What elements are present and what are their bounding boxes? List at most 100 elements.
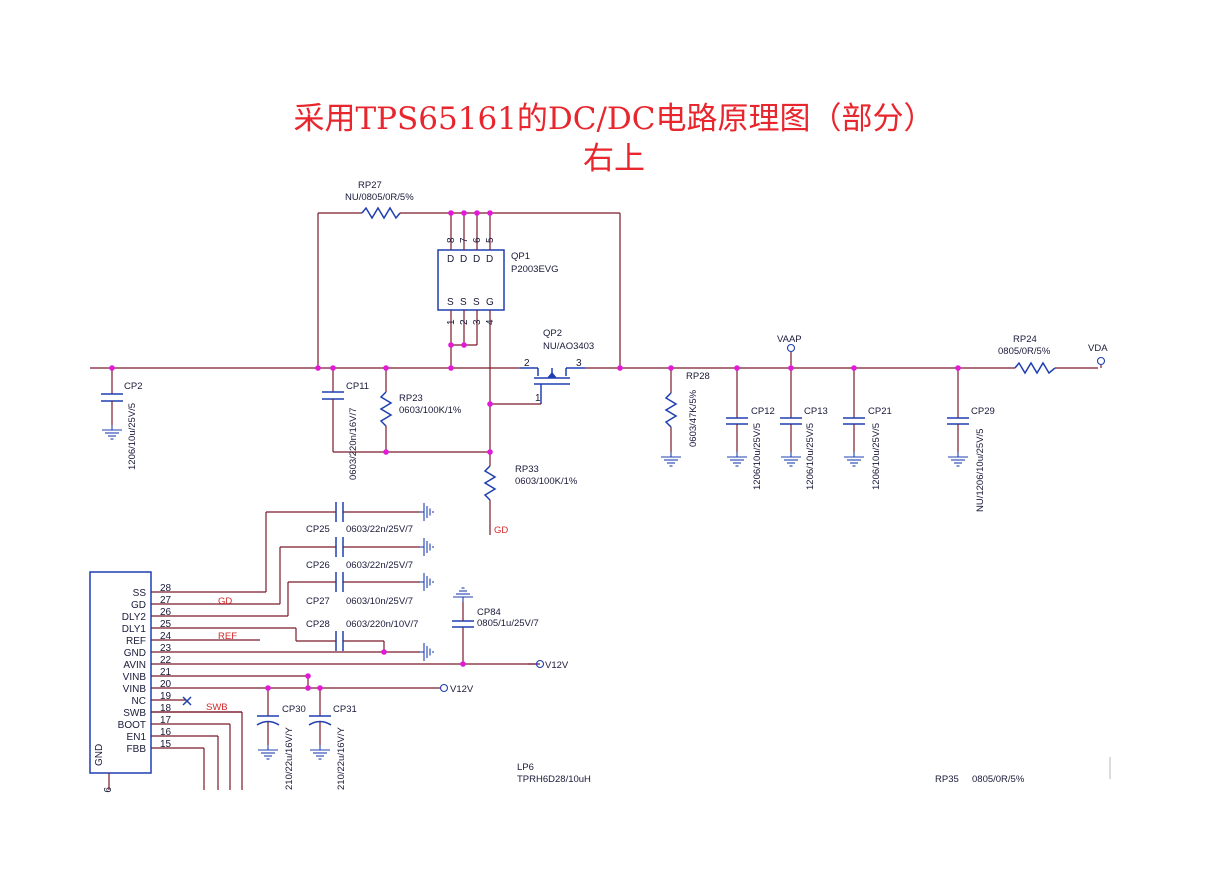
cp28-ref: CP28	[306, 619, 330, 630]
ic-pin-number: 27	[160, 595, 172, 606]
cp29-value: NU/1206/10u/25V/5	[975, 429, 986, 512]
lp6-value: TPRH6D28/10uH	[517, 774, 591, 785]
qp1-pin-8: 8	[446, 237, 457, 243]
qp1-pin-5: 5	[485, 237, 496, 243]
qp2-mosfet: 2 3 1 QP2 NU/AO3403	[490, 328, 594, 405]
rp24-value: 0805/0R/5%	[998, 346, 1051, 357]
junction-dots	[109, 210, 961, 691]
ic-pin-name: EN1	[127, 732, 147, 743]
ic-pin-name: AVIN	[123, 660, 146, 671]
qp1-letter-s2: S	[460, 297, 467, 308]
rp27-value: NU/0805/0R/5%	[345, 192, 414, 203]
net-v12v-label-a: V12V	[545, 660, 569, 671]
rp28-value: 0603/47K/5%	[688, 389, 699, 447]
cp26-ref: CP26	[306, 560, 330, 571]
ic-pin-number: 15	[160, 739, 172, 750]
cp12-value: 1206/10u/25V/5	[752, 423, 763, 490]
cp2-capacitor: CP2 1206/10u/25V/5	[101, 368, 142, 470]
cp11-value: 0603/220n/16V/7	[348, 408, 359, 480]
qp1-letter-s3: S	[473, 297, 480, 308]
ic-pin-number: 24	[160, 631, 172, 642]
ic-pin-number: 25	[160, 619, 172, 630]
cp31-value: 210/22u/16V/Y	[336, 726, 347, 790]
qp1-letter-d4: D	[486, 254, 493, 265]
v12v-terminals: V12V V12V	[439, 659, 569, 695]
rp33-value: 0603/100K/1%	[515, 476, 578, 487]
ic-pin-number: 22	[160, 655, 172, 666]
ic-pin-name: GND	[124, 648, 146, 659]
cp31-capacitor: CP31 210/22u/16V/Y	[308, 688, 357, 790]
net-vaap-label: VAAP	[777, 334, 802, 345]
rp35-ref: RP35	[935, 774, 959, 785]
rp33-resistor: RP33 0603/100K/1% GD	[483, 455, 578, 536]
rp24-ref: RP24	[1013, 334, 1037, 345]
ic-pin-name: FBB	[127, 744, 147, 755]
ic-pin-number: 20	[160, 679, 172, 690]
cp13-value: 1206/10u/25V/5	[805, 423, 816, 490]
qp2-ref: QP2	[543, 328, 562, 339]
ic-pin-number: 16	[160, 727, 172, 738]
diagram-title: 采用TPS65161的DC/DC电路原理图（部分）	[293, 101, 935, 137]
rp28-resistor: RP28 0603/47K/5%	[660, 368, 710, 467]
ic-pin-number: 26	[160, 607, 172, 618]
ic-pin-number: 23	[160, 643, 172, 654]
output-capacitors: CP12 1206/10u/25V/5 CP13 1206/10u/25V/5 …	[726, 368, 995, 512]
qp1-letter-d1: D	[447, 254, 454, 265]
cp2-ref: CP2	[124, 381, 142, 392]
qp2-pin-1: 1	[535, 393, 541, 404]
rp35-value: 0805/0R/5%	[972, 774, 1025, 785]
cp13-ref: CP13	[804, 406, 828, 417]
cp25-value: 0603/22n/25V/7	[346, 524, 413, 535]
ic-pin-number: 17	[160, 715, 172, 726]
qp1-pin-2: 2	[459, 319, 470, 325]
ic-pin-number: 18	[160, 703, 172, 714]
qp1-pin-3: 3	[472, 319, 483, 325]
cp12-ref: CP12	[751, 406, 775, 417]
qp1-letter-g: G	[486, 297, 494, 308]
qp1-letter-s1: S	[447, 297, 454, 308]
cp21-ref: CP21	[868, 406, 892, 417]
qp1-mosfet: 8 7 6 5 D D D D S S S G 1 2 3 4 QP1 P200…	[437, 213, 559, 455]
ic-pin-name: DLY1	[122, 624, 147, 635]
cp26-capacitor: CP26 0603/22n/25V/7	[306, 537, 434, 571]
ic-pin-name: VINB	[123, 684, 147, 695]
qp1-pin-6: 6	[472, 237, 483, 243]
qp1-letter-d2: D	[460, 254, 467, 265]
rp33-ref: RP33	[515, 464, 539, 475]
qp2-value: NU/AO3403	[543, 341, 594, 352]
cp84-capacitor: CP84 0805/1u/25V/7	[452, 587, 539, 664]
cp30-capacitor: CP30 210/22u/16V/Y	[256, 688, 306, 790]
net-ref-label: REF	[218, 631, 237, 642]
vaap-net: VAAP	[777, 334, 802, 368]
ic-pin-wiring: GD REF SWB	[151, 511, 540, 790]
net-vda-label: VDA	[1088, 343, 1108, 354]
cp30-ref: CP30	[282, 704, 306, 715]
ic-pin-9: 9	[101, 787, 112, 793]
qp2-pin-3: 3	[576, 358, 582, 369]
cp29-ref: CP29	[971, 406, 995, 417]
cp26-value: 0603/22n/25V/7	[346, 560, 413, 571]
ic-pin-name: SS	[133, 588, 147, 599]
qp1-letter-d3: D	[473, 254, 480, 265]
ic-pin-name: NC	[132, 696, 146, 707]
ic-pin-name: GD	[131, 600, 146, 611]
rp27-resistor: RP27 NU/0805/0R/5%	[317, 180, 621, 368]
ic-pin-number: 19	[160, 691, 172, 702]
ic-pin-name: REF	[126, 636, 146, 647]
ic-pin-name: BOOT	[118, 720, 146, 731]
ic-pin-number: 28	[160, 583, 172, 594]
qp2-pin-2: 2	[524, 358, 530, 369]
cp31-ref: CP31	[333, 704, 357, 715]
ic-pin-name: VINB	[123, 672, 147, 683]
net-v12v-label-b: V12V	[450, 684, 474, 695]
ic-pin-name: DLY2	[122, 612, 147, 623]
ic-pin-name: SWB	[123, 708, 146, 719]
rp28-ref: RP28	[686, 371, 710, 382]
ic-tps65161: GND 9	[89, 571, 152, 793]
cp2-value: 1206/10u/25V/5	[127, 403, 138, 470]
cp27-ref: CP27	[306, 596, 330, 607]
ic-pin-number: 21	[160, 667, 172, 678]
rp23-ref: RP23	[399, 393, 423, 404]
rp27-ref: RP27	[358, 180, 382, 191]
